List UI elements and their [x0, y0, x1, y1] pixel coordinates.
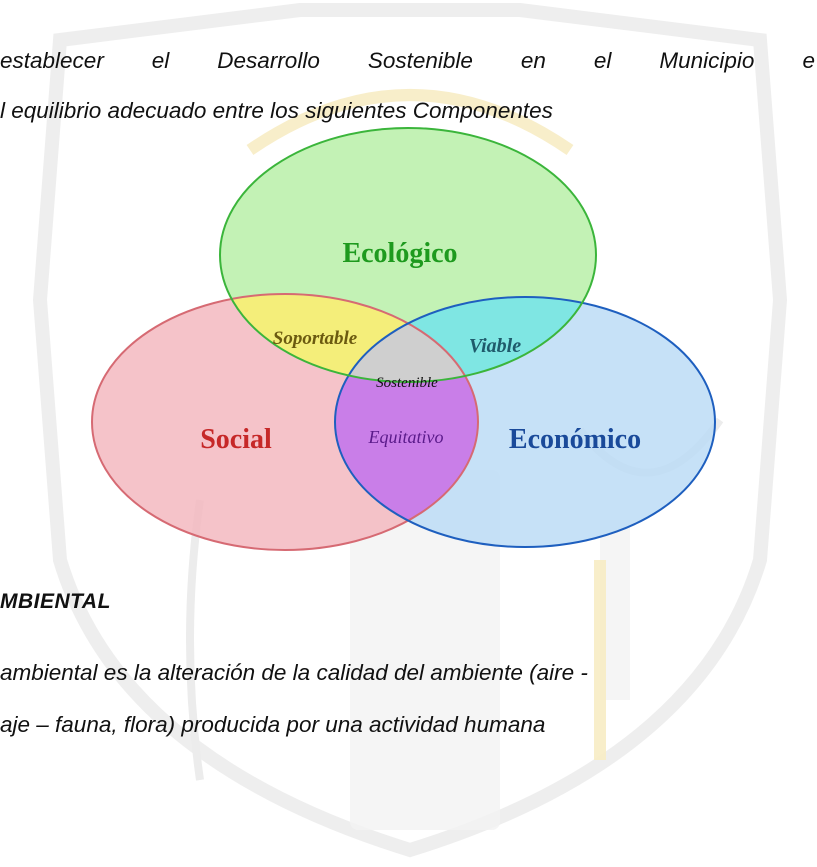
word: en — [520, 48, 546, 73]
section-heading: MBIENTAL — [0, 590, 111, 613]
word: Desarrollo — [217, 48, 320, 73]
viable-label: Viable — [469, 335, 521, 357]
paragraph-1-line-1: establecer el Desarrollo Sostenible en e… — [0, 48, 817, 74]
social-outline — [91, 293, 479, 551]
ecologico-label: Ecológico — [342, 238, 457, 269]
word: el — [593, 48, 612, 73]
economico-label: Económico — [509, 424, 641, 455]
economico-outline — [334, 296, 716, 548]
sostenible-region — [335, 297, 478, 382]
word: establecer — [0, 48, 104, 73]
paragraph-2-line-2: aje – fauna, flora) producida por una ac… — [0, 712, 546, 737]
word: Sostenible — [367, 48, 473, 73]
social-label: Social — [200, 424, 272, 455]
paragraph-2-line-1: ambiental es la alteración de la calidad… — [0, 660, 588, 685]
ecologico-outline — [219, 127, 597, 383]
paragraph-1-line-2: l equilibrio adecuado entre los siguient… — [0, 98, 553, 123]
sostenible-label: Sostenible — [376, 375, 438, 391]
word: el — [151, 48, 170, 73]
equitativo-label: Equitativo — [368, 427, 444, 447]
word: e — [802, 48, 815, 73]
soportable-label: Soportable — [273, 328, 358, 349]
word: Municipio — [659, 48, 755, 73]
